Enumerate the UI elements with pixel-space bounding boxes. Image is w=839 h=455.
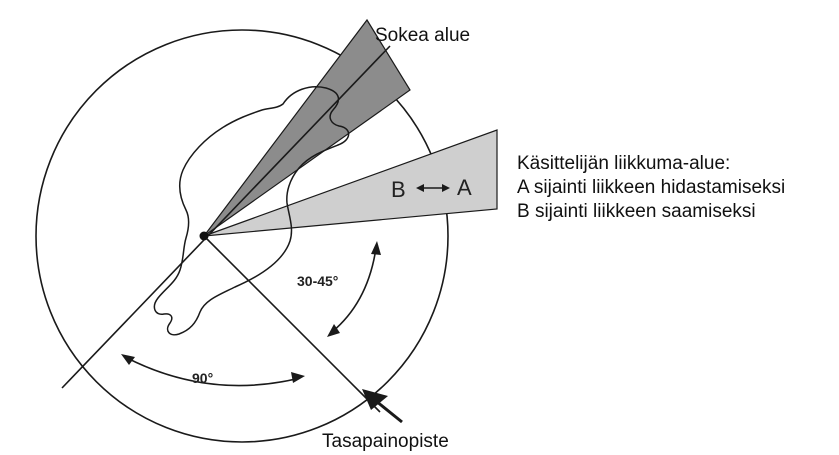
movement-zone-wedge [203, 129, 498, 237]
blind-area-wedge [203, 18, 411, 237]
angle-90-arrowhead-left [121, 354, 135, 365]
angle-30-45-arrowhead-top [371, 241, 381, 255]
angle-30-45-arc [331, 247, 377, 333]
blind-area-label: Sokea alue [375, 25, 470, 46]
handler-zone-legend: Käsittelijän liikkuma-alue: A sijainti l… [517, 153, 785, 222]
body-axis-line [61, 45, 391, 389]
angle-90-arrowhead-right [291, 372, 305, 383]
balance-pointer-head [362, 389, 388, 410]
legend-title: Käsittelijän liikkuma-alue: [517, 153, 730, 174]
balance-line [203, 235, 381, 413]
zone-b-label: B [391, 177, 406, 202]
legend-line-b: B sijainti liikkeen saamiseksi [517, 201, 756, 222]
balance-point-label: Tasapainopiste [322, 431, 449, 452]
b-a-arrowhead-right [442, 184, 450, 192]
shoulder-point [199, 231, 209, 241]
legend-line-a: A sijainti liikkeen hidastamiseksi [517, 177, 785, 198]
b-a-arrowhead-left [416, 184, 424, 192]
flight-zone-circle [35, 29, 449, 443]
angle-30-45-label: 30-45° [297, 273, 338, 289]
animal-outline [153, 86, 350, 336]
angle-90-arc [126, 357, 301, 387]
angle-90-label: 90° [192, 370, 213, 386]
angle-30-45-arrowhead-bottom [327, 324, 340, 337]
zone-a-label: A [457, 175, 472, 200]
